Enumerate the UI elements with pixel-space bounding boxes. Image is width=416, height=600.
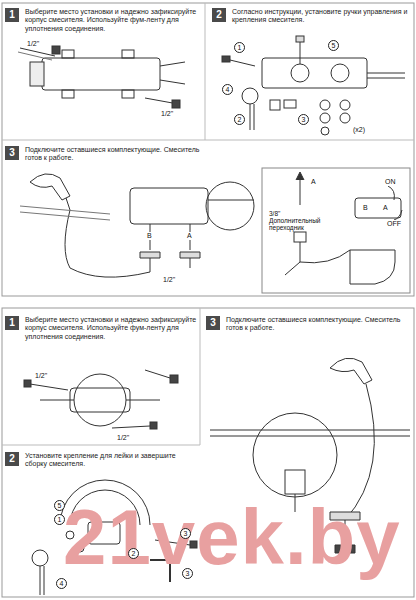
watermark: 21vek.by bbox=[62, 498, 402, 576]
step-instruction: Согласно инструкции, установите ручки уп… bbox=[232, 8, 416, 25]
callout-number: 3 bbox=[298, 114, 309, 125]
part-label: 1/2" bbox=[34, 372, 48, 380]
part-label: (x2) bbox=[352, 126, 366, 134]
part-label: 1/2" bbox=[26, 40, 40, 48]
step-number: 1 bbox=[5, 8, 19, 22]
callout-number: 5 bbox=[328, 40, 339, 51]
part-label: B bbox=[362, 204, 369, 212]
step-box: 2 Установите крепление для лейки и заверш… bbox=[5, 452, 199, 471]
part-label: OFF bbox=[386, 220, 402, 228]
callout-number: 2 bbox=[234, 114, 245, 125]
step-instruction: Выберите место установки и надежно зафик… bbox=[25, 316, 197, 341]
callout-number: 1 bbox=[54, 514, 65, 525]
part-label: 3/8" Дополнительный переходник bbox=[268, 210, 330, 231]
step-instruction: Выберите место установки и надежно зафик… bbox=[25, 8, 197, 33]
callout-number: 2 bbox=[128, 548, 139, 559]
callout-number: 4 bbox=[56, 578, 67, 589]
part-label: A bbox=[310, 178, 317, 186]
step-box: 3 Подключите оставшиеся комплектующие. См… bbox=[206, 316, 416, 335]
step-number: 1 bbox=[5, 316, 19, 330]
part-label: 1/2" bbox=[116, 434, 130, 442]
part-label: A bbox=[186, 232, 193, 240]
step-instruction: Установите крепление для лейки и заверши… bbox=[25, 452, 197, 469]
step-number: 2 bbox=[212, 8, 226, 22]
callout-number: 5 bbox=[54, 500, 65, 511]
step-instruction: Подключите оставшиеся комплектующие. Сме… bbox=[226, 316, 416, 333]
step-number: 3 bbox=[206, 316, 220, 330]
callout-number: 3 bbox=[180, 528, 191, 539]
part-label: 1/2" bbox=[162, 276, 176, 284]
callout-number: 1 bbox=[234, 42, 245, 53]
step-box: 2 Согласно инструкции, установите ручки у… bbox=[212, 8, 416, 27]
part-label: 1/2" bbox=[160, 110, 174, 118]
step-number: 2 bbox=[5, 452, 19, 466]
step-number: 3 bbox=[5, 146, 19, 160]
step-instruction: Подключите оставшиеся комплектующие. Сме… bbox=[25, 146, 205, 163]
callout-number: 4 bbox=[222, 84, 233, 95]
callout-number: 3 bbox=[182, 568, 193, 579]
step-box: 1 Выберите место установки и надежно зафи… bbox=[5, 8, 199, 36]
part-label: A bbox=[382, 204, 389, 212]
part-label: B bbox=[146, 232, 153, 240]
part-label: ON bbox=[384, 178, 397, 186]
step-box: 1 Выберите место установки и надежно зафи… bbox=[5, 316, 199, 344]
step-box: 3 Подключите оставшиеся комплектующие. См… bbox=[5, 146, 207, 165]
